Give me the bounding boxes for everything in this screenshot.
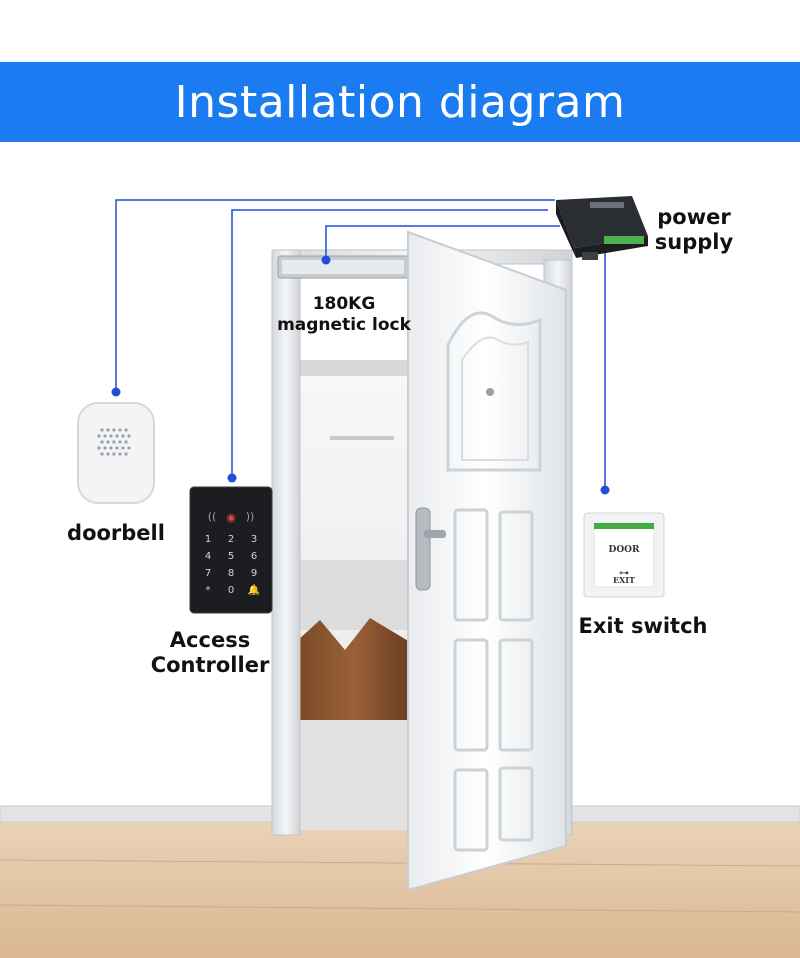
page-title: Installation diagram xyxy=(174,76,626,128)
power-supply-label: power supply xyxy=(648,205,740,255)
exit-plate-bottom-text: EXIT xyxy=(613,575,635,585)
title-banner: Installation diagram xyxy=(0,62,800,142)
keypad-key: 🔔 xyxy=(248,584,260,596)
keypad-key: 6 xyxy=(251,551,257,562)
svg-text:)): )) xyxy=(246,510,255,523)
access-controller-label-line2: Controller xyxy=(150,653,270,677)
doorbell-label: doorbell xyxy=(67,521,165,545)
keypad-key: 7 xyxy=(205,568,211,579)
exit-switch-label: Exit switch xyxy=(578,614,708,638)
keypad-key: 0 xyxy=(228,585,234,596)
keypad-key: 2 xyxy=(228,534,234,545)
wire-endpoints xyxy=(111,255,610,495)
access-controller-label-line1: Access xyxy=(169,628,251,652)
power-supply-icon xyxy=(556,196,648,260)
doorway-interior xyxy=(298,360,410,830)
floor xyxy=(0,820,800,958)
keypad-key: 4 xyxy=(205,551,211,562)
doorbell-icon xyxy=(77,402,155,504)
power-supply-label-line2: supply xyxy=(654,230,734,254)
magnetic-lock-label-line1: 180KG xyxy=(312,294,376,314)
magnetic-lock-label: 180KG magnetic lock xyxy=(266,294,422,336)
wiring xyxy=(115,199,606,490)
exit-switch-icon: ⊶ xyxy=(583,512,665,598)
keypad-key: 3 xyxy=(251,534,257,545)
keypad-key: * xyxy=(206,585,211,596)
door xyxy=(407,230,567,892)
power-supply-label-line1: power xyxy=(657,205,731,229)
exit-plate-top-text: DOOR xyxy=(609,545,640,555)
keypad-key: 5 xyxy=(228,551,234,562)
keypad-key: 9 xyxy=(251,568,257,579)
access-controller-label: Access Controller xyxy=(148,628,272,678)
magnetic-lock-icon xyxy=(277,255,409,279)
keypad-key: 1 xyxy=(205,534,211,545)
svg-text:((: (( xyxy=(208,510,217,523)
keypad-key: 8 xyxy=(228,568,234,579)
keypad-keys: 1 2 3 4 5 6 7 8 9 * 0 🔔 xyxy=(205,534,260,596)
svg-text:⊶: ⊶ xyxy=(619,568,629,579)
svg-text:◉: ◉ xyxy=(226,511,236,524)
keypad-icon: ◉ (( )) xyxy=(189,486,273,614)
magnetic-lock-label-line2: magnetic lock xyxy=(277,315,411,335)
